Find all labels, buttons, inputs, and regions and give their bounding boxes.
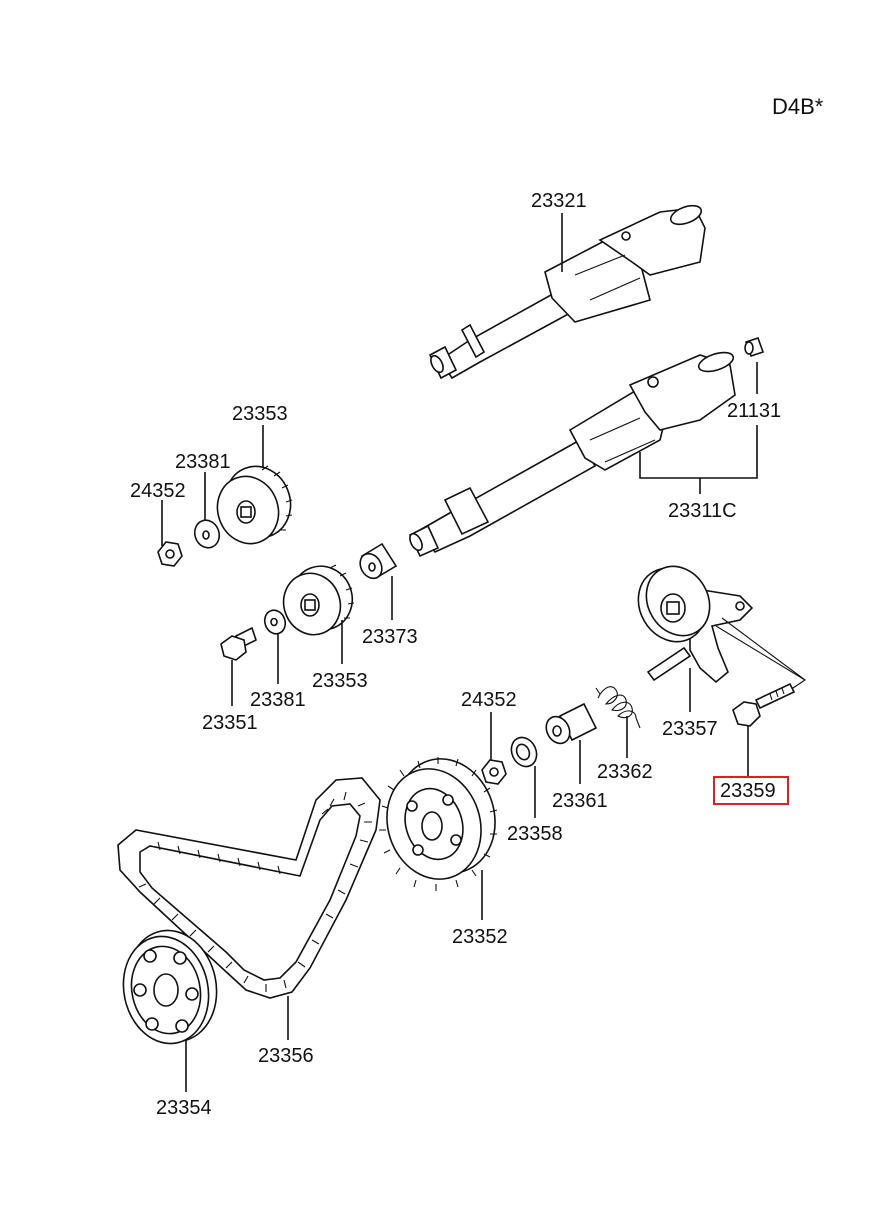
cam-sprocket-upper[interactable] <box>208 457 300 552</box>
label-23381-b[interactable]: 23381 <box>250 689 306 711</box>
washer-upper[interactable] <box>191 517 223 552</box>
label-24352-a[interactable]: 24352 <box>130 480 186 502</box>
tensioner-spacer[interactable] <box>542 702 598 748</box>
label-23311C[interactable]: 23311C <box>668 500 737 522</box>
dowel-pin[interactable] <box>744 336 765 358</box>
label-23362[interactable]: 23362 <box>597 761 653 783</box>
tensioner-spring[interactable] <box>595 686 641 729</box>
label-23321[interactable]: 23321 <box>531 190 587 212</box>
nut-upper[interactable] <box>157 541 183 567</box>
highlight-box <box>713 776 789 805</box>
camshaft-upper[interactable] <box>428 202 706 380</box>
label-23353-b[interactable]: 23353 <box>312 670 368 692</box>
label-23359[interactable]: 23359 <box>720 780 776 802</box>
washer-23358[interactable] <box>507 733 541 770</box>
label-24352-b[interactable]: 24352 <box>461 689 517 711</box>
label-23361[interactable]: 23361 <box>552 790 608 812</box>
washer-lower[interactable] <box>261 607 288 636</box>
label-23353-a[interactable]: 23353 <box>232 403 288 425</box>
label-23356[interactable]: 23356 <box>258 1045 314 1067</box>
timing-belt[interactable] <box>117 777 381 999</box>
label-23352[interactable]: 23352 <box>452 926 508 948</box>
bolt-23351[interactable] <box>220 626 257 661</box>
label-23358[interactable]: 23358 <box>507 823 563 845</box>
cam-sprocket-lower[interactable] <box>275 558 361 643</box>
crank-sprocket[interactable] <box>373 746 510 891</box>
label-23357[interactable]: 23357 <box>662 718 718 740</box>
label-23381-a[interactable]: 23381 <box>175 451 231 473</box>
tensioner-pulley[interactable] <box>625 555 754 684</box>
nut-lower[interactable] <box>481 759 507 785</box>
label-23373[interactable]: 23373 <box>362 626 418 648</box>
camshaft-lower[interactable] <box>407 349 736 558</box>
crank-pulley[interactable] <box>114 922 227 1051</box>
label-21131[interactable]: 21131 <box>727 400 781 422</box>
model-code: D4B* <box>772 94 824 119</box>
label-23354[interactable]: 23354 <box>156 1097 212 1119</box>
bushing[interactable] <box>356 542 398 582</box>
bolt-23359[interactable] <box>732 682 796 727</box>
label-23351[interactable]: 23351 <box>202 712 258 734</box>
